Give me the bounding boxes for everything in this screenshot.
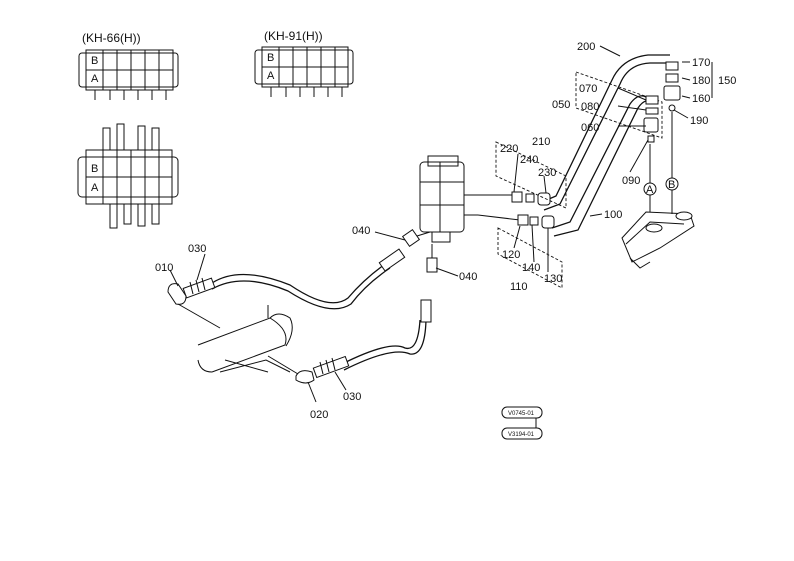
part-label-080: 080 <box>581 101 599 113</box>
hose-fitting-040-upper <box>378 228 431 272</box>
variant-title-kh66: (KH-66(H)) <box>82 31 141 45</box>
leader-lines <box>169 45 713 428</box>
port-label-a: A <box>267 70 275 82</box>
group-box-210 <box>495 141 567 209</box>
port-label-b: B <box>91 55 98 67</box>
valve-block-kh91 <box>254 46 354 97</box>
fitting-stack-050 <box>643 95 659 143</box>
valve-block-detail <box>77 123 179 229</box>
part-label-030: 030 <box>188 243 206 255</box>
part-label-190: 190 <box>690 115 708 127</box>
part-label-170: 170 <box>692 57 710 69</box>
part-label-160: 160 <box>692 93 710 105</box>
part-label-230: 230 <box>538 167 556 179</box>
fitting-group-110 <box>517 214 555 229</box>
port-marker-a-label: A <box>646 184 654 196</box>
part-label-090: 090 <box>622 175 640 187</box>
group-box-050 <box>575 71 663 139</box>
part-label-130: 130 <box>544 273 562 285</box>
part-label-020: 020 <box>310 409 328 421</box>
part-label-100: 100 <box>604 209 622 221</box>
pipe-200 <box>541 54 670 203</box>
part-label-220: 220 <box>500 143 518 155</box>
part-label-180: 180 <box>692 75 710 87</box>
part-label-240: 240 <box>520 154 538 166</box>
hydraulic-cylinder <box>197 305 293 373</box>
hose-upper-inner <box>211 267 391 310</box>
port-label-a: A <box>91 182 99 194</box>
hose-lower-inner <box>343 319 427 371</box>
part-label-150: 150 <box>718 75 736 87</box>
hose-fitting-030-lower <box>312 355 350 379</box>
reference-code-upper: V0745-01 <box>508 411 535 417</box>
elbow-fitting-020 <box>267 355 315 384</box>
part-label-210: 210 <box>532 136 550 148</box>
hose-fitting-040-lower <box>420 244 438 323</box>
fitting-stack-150 <box>663 61 681 112</box>
port-marker-b-label: B <box>668 179 675 191</box>
reference-codes <box>501 406 543 440</box>
port-label-a: A <box>91 73 99 85</box>
hose-lower <box>341 319 421 365</box>
reference-code-lower: V3194-01 <box>508 432 535 438</box>
elbow-fitting-010 <box>167 283 221 329</box>
destination-valve <box>621 211 695 269</box>
port-marker-b <box>665 177 679 191</box>
part-label-040: 040 <box>459 271 477 283</box>
hose-fitting-030-upper <box>182 277 216 299</box>
part-label-050: 050 <box>552 99 570 111</box>
part-label-070: 070 <box>579 83 597 95</box>
part-label-110: 110 <box>510 281 528 293</box>
fitting-group-210 <box>511 191 551 206</box>
port-label-b: B <box>91 163 98 175</box>
port-marker-a <box>643 182 657 196</box>
part-label-060: 060 <box>581 122 599 134</box>
hose-upper <box>211 261 389 304</box>
part-label-030: 030 <box>343 391 361 403</box>
variant-title-kh91: (KH-91(H)) <box>264 29 323 43</box>
part-label-120: 120 <box>502 249 520 261</box>
part-label-010: 010 <box>155 262 173 274</box>
port-label-b: B <box>267 52 274 64</box>
valve-block-kh66 <box>78 49 179 100</box>
control-valve-body <box>419 155 478 243</box>
part-label-200: 200 <box>577 41 595 53</box>
part-label-040: 040 <box>352 225 370 237</box>
part-label-140: 140 <box>522 262 540 274</box>
